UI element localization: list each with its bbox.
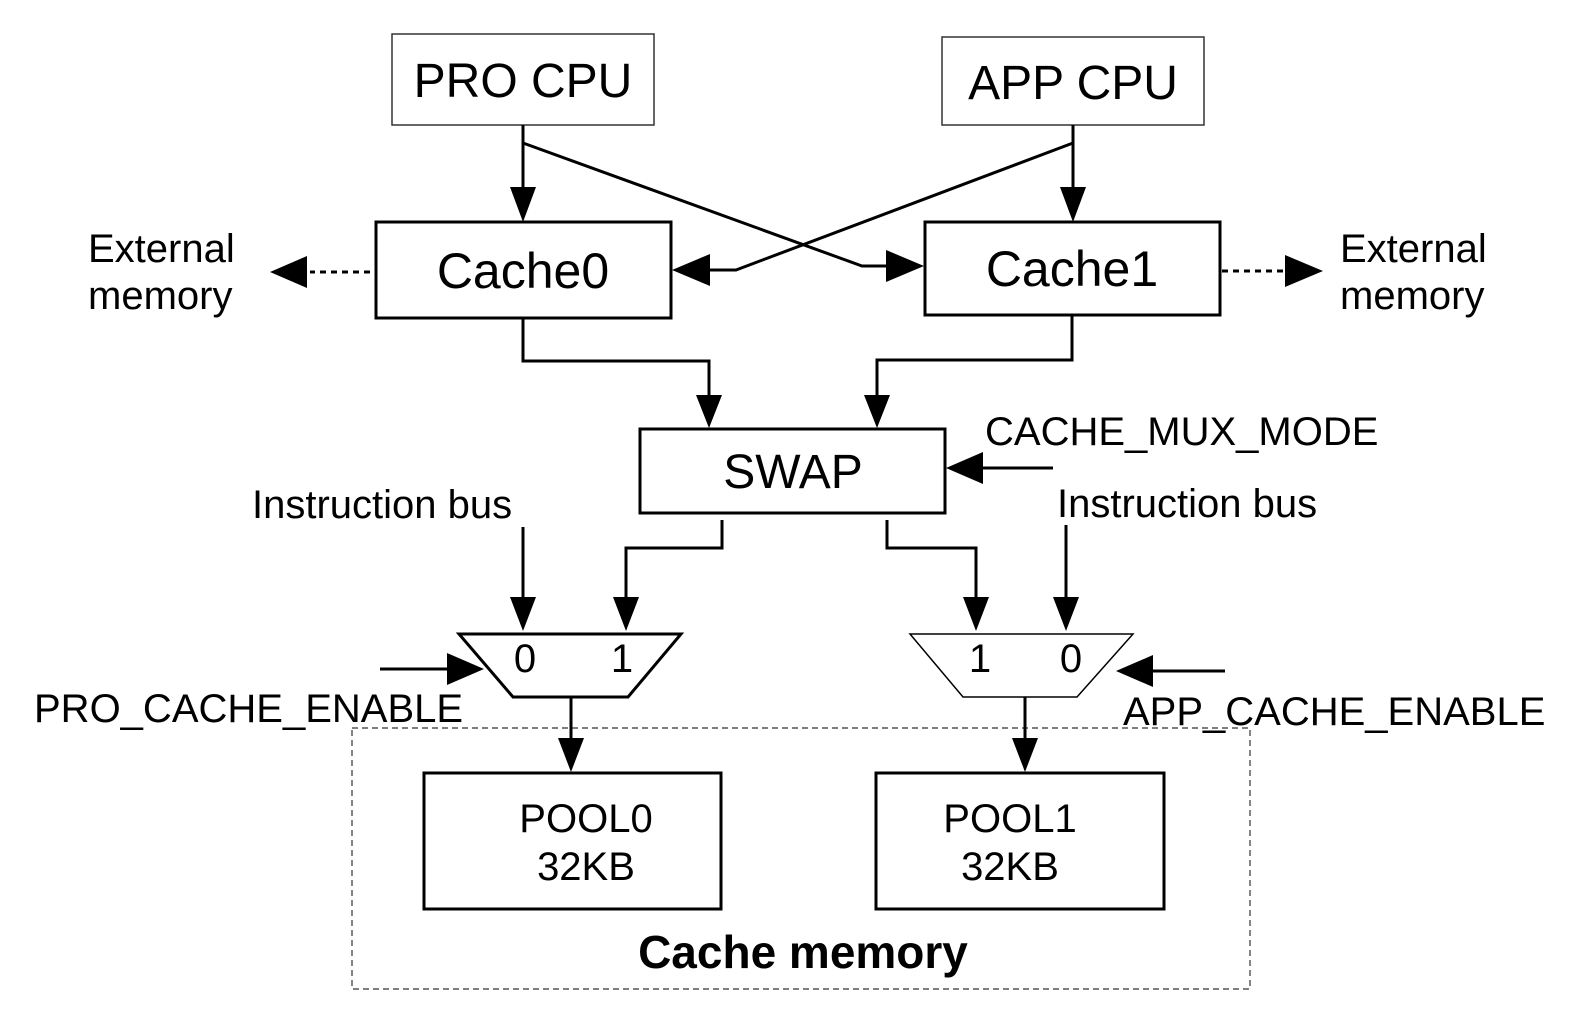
external-memory-right-line1: External [1340,227,1487,271]
cache1-block: Cache1 [923,220,1222,317]
swap-to-mux-right-wire [885,520,978,598]
mux-left: 0 1 [455,632,685,699]
pro-cache-enable-label: PRO_CACHE_ENABLE [34,687,463,731]
pro-cpu-label: PRO CPU [414,55,633,108]
external-memory-left-line2: memory [88,274,232,318]
pool1-block: POOL1 32KB [874,771,1166,911]
cache-memory-title: Cache memory [638,926,968,978]
pro-to-cache1-wire [522,141,888,268]
app-cpu-label: APP CPU [968,57,1178,110]
arrowhead-icon [1012,738,1038,772]
swap-to-mux-left-wire [624,520,724,598]
arrowhead-icon [886,250,924,282]
arrowhead-icon [558,738,584,772]
cache1-label: Cache1 [986,241,1158,297]
app-to-cache0-wire [708,141,1074,272]
cache-mux-mode-label: CACHE_MUX_MODE [985,410,1378,454]
pro-cpu-block: PRO CPU [391,33,655,126]
cache0-to-swap-wire [521,318,711,396]
pool1-size: 32KB [961,845,1059,889]
pool1-name: POOL1 [943,797,1076,841]
mux-left-input-1: 1 [611,637,633,681]
mux-left-input-0: 0 [514,637,536,681]
mux-right: 1 0 [908,633,1135,698]
cache0-label: Cache0 [437,243,609,299]
arrowhead-icon [510,597,536,631]
arrowhead-icon [672,254,710,286]
arrowhead-icon [1060,187,1086,222]
arrowhead-icon [946,452,983,484]
arrowhead-icon [447,653,484,685]
arrowhead-icon [613,597,639,631]
mux-right-input-1: 1 [969,637,991,681]
arrowhead-icon [270,256,307,288]
arrowhead-icon [864,395,890,428]
external-memory-right-line2: memory [1340,274,1484,318]
cache1-to-swap-wire [875,315,1074,396]
arrowhead-icon [1116,655,1153,687]
arrowhead-icon [1053,597,1079,631]
instruction-bus-right-label: Instruction bus [1057,482,1317,526]
cache0-block: Cache0 [374,220,673,320]
arrowhead-icon [1285,255,1323,287]
app-cpu-block: APP CPU [941,36,1205,126]
pool0-block: POOL0 32KB [422,771,723,911]
swap-label: SWAP [723,446,863,499]
swap-block: SWAP [638,427,947,515]
mux-right-input-0: 0 [1060,637,1082,681]
instruction-bus-left-label: Instruction bus [252,483,512,527]
pool0-size: 32KB [537,845,635,889]
external-memory-left-line1: External [88,227,235,271]
app-cache-enable-label: APP_CACHE_ENABLE [1123,690,1545,734]
arrowhead-icon [510,187,536,222]
pool0-name: POOL0 [519,797,652,841]
arrowhead-icon [963,597,989,631]
arrowhead-icon [696,395,722,428]
